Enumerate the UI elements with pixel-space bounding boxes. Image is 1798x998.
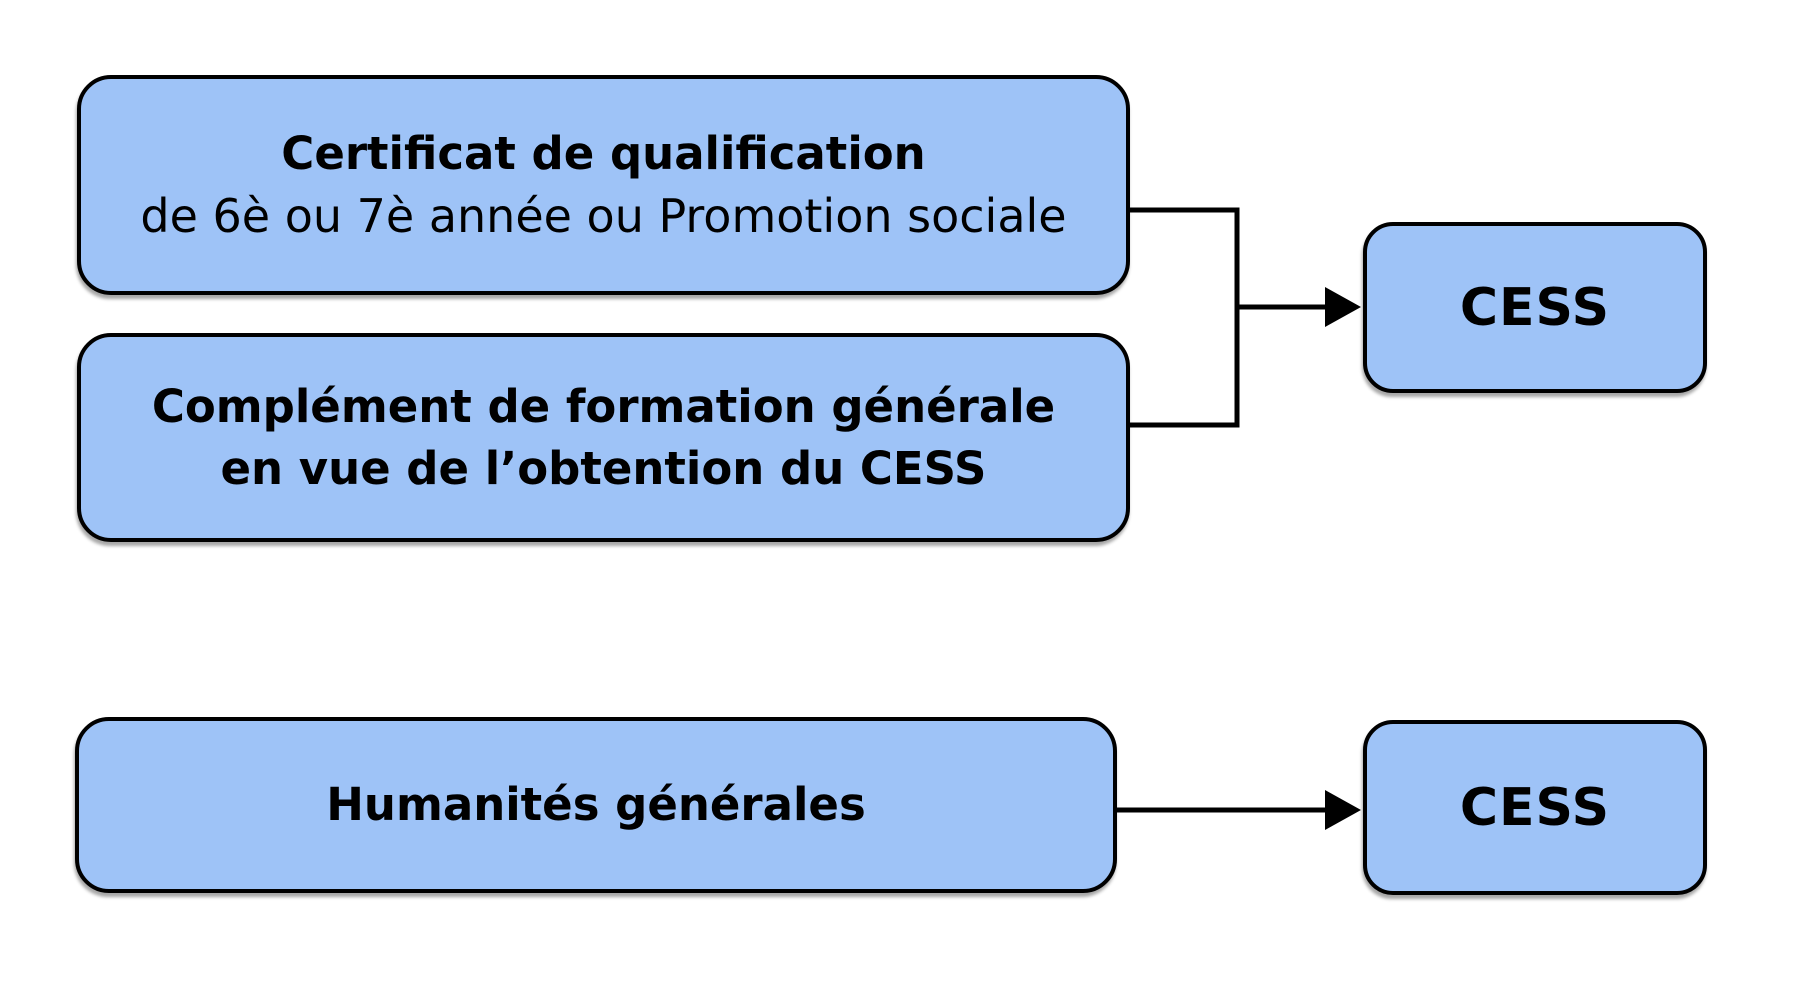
merge-bracket-line [1128,207,1240,428]
complement-box-line1: Complément de formation générale [151,379,1056,433]
certificat-box-title: Certificat de qualification [281,127,926,180]
cess-result-box-top: CESS [1363,222,1707,393]
humanites-generales-box: Humanités générales [75,717,1117,893]
cess-result-box-bottom: CESS [1363,720,1707,895]
complement-box-line2: en vue de l’obtention du CESS [220,441,987,495]
certificat-qualification-box: Certificat de qualification de 6è ou 7è … [77,75,1130,295]
certificat-box-subtitle: de 6è ou 7è année ou Promotion sociale [140,189,1067,243]
arrowhead-to-cess-top [1325,287,1361,327]
complement-formation-box: Complément de formation générale en vue … [77,333,1130,542]
humanites-box-label: Humanités générales [326,778,866,831]
cess-bottom-label: CESS [1459,777,1611,838]
cess-top-label: CESS [1459,277,1611,338]
arrowhead-to-cess-bottom [1325,790,1361,830]
